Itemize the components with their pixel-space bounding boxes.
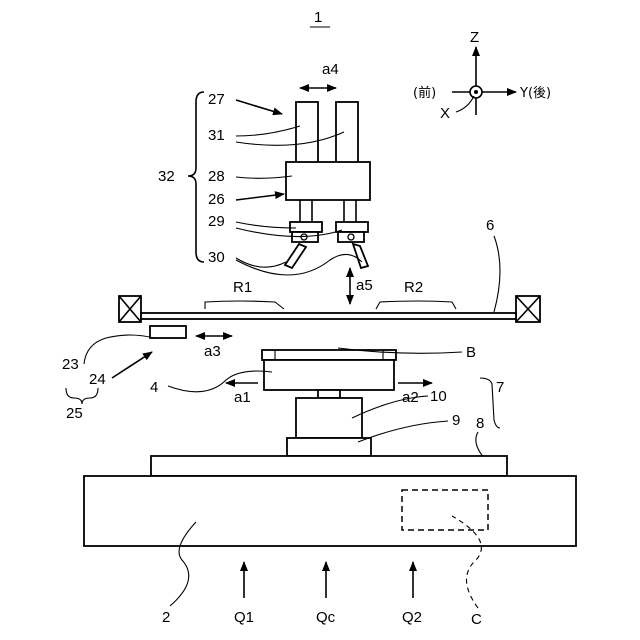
bracket-r1 — [205, 301, 284, 309]
block-9 — [287, 438, 371, 456]
label-25: 25 — [66, 405, 83, 422]
label-23: 23 — [62, 356, 79, 373]
stage-neck — [318, 390, 340, 398]
probe-right — [353, 244, 368, 268]
leader-29b — [236, 228, 342, 237]
label-R1: R1 — [233, 279, 252, 296]
leader-31b — [236, 132, 344, 145]
bracket-r2 — [376, 301, 456, 309]
rail-6 — [119, 296, 540, 322]
figure-number: 1 — [314, 9, 322, 26]
stage-table — [264, 360, 394, 390]
label-8: 8 — [476, 415, 484, 432]
brace-32 — [188, 92, 204, 262]
label-a1: a1 — [234, 389, 251, 406]
coordinate-axes: Z Y(後) X (前) — [413, 29, 551, 122]
label-32: 32 — [158, 168, 175, 185]
label-2: 2 — [162, 609, 170, 626]
element-23 — [150, 326, 186, 338]
label-a3: a3 — [204, 343, 221, 360]
y-axis-label: Y(後) — [519, 86, 551, 101]
brace-25 — [66, 388, 98, 404]
front-label: (前) — [413, 85, 436, 101]
label-28: 28 — [208, 168, 225, 185]
label-6: 6 — [486, 217, 494, 234]
label-C: C — [471, 611, 482, 628]
label-29: 29 — [208, 213, 225, 230]
label-24: 24 — [89, 371, 106, 388]
main-body-2 — [84, 476, 576, 546]
label-26: 26 — [208, 191, 225, 208]
label-30: 30 — [208, 249, 225, 266]
label-Q2: Q2 — [402, 609, 422, 626]
x-axis-label: X — [440, 105, 450, 122]
label-31: 31 — [208, 127, 225, 144]
label-a4: a4 — [322, 61, 339, 78]
label-a5: a5 — [356, 277, 373, 294]
leader-27 — [236, 100, 282, 114]
leader-23 — [84, 335, 154, 364]
probe-left — [285, 244, 306, 268]
label-Qc: Qc — [316, 609, 336, 626]
leader-4 — [168, 371, 272, 392]
leader-29a — [236, 222, 296, 228]
rail-bar — [141, 313, 516, 319]
label-27: 27 — [208, 91, 225, 108]
label-R2: R2 — [404, 279, 423, 296]
leader-30a — [236, 258, 286, 267]
label-9: 9 — [452, 412, 460, 429]
label-Q1: Q1 — [234, 609, 254, 626]
leader-31a — [236, 126, 300, 136]
pivot-right — [348, 234, 354, 240]
leader-24 — [112, 352, 152, 378]
stage-4 — [262, 350, 396, 398]
label-7: 7 — [496, 379, 504, 396]
label-10: 10 — [430, 388, 447, 405]
label-B: B — [466, 344, 476, 361]
x-leader — [456, 96, 474, 112]
x-axis-marker-dot — [474, 90, 478, 94]
leader-28 — [236, 176, 292, 178]
leader-6 — [494, 236, 500, 312]
z-axis-label: Z — [470, 29, 479, 46]
head-block — [286, 162, 370, 200]
column-right — [336, 102, 358, 164]
leader-26 — [236, 194, 284, 200]
holder-left-top — [290, 222, 322, 232]
label-4: 4 — [150, 379, 158, 396]
base-plate-8 — [151, 456, 507, 476]
column-left — [296, 102, 318, 164]
